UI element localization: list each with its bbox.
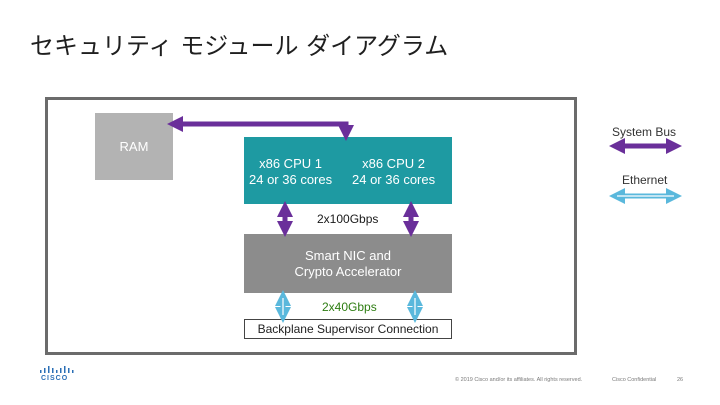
nic-backplane-bandwidth: 2x40Gbps (322, 300, 377, 314)
footer-confidential: Cisco Confidential (612, 377, 657, 383)
cpu-nic-bandwidth: 2x100Gbps (317, 212, 379, 226)
legend-ethernet-label: Ethernet (622, 173, 668, 187)
smart-nic-label: Smart NIC and Crypto Accelerator (244, 248, 452, 280)
cpu2-label: x86 CPU 2 24 or 36 cores (352, 156, 435, 188)
footer-copyright: © 2019 Cisco and/or its affiliates. All … (455, 377, 583, 383)
cisco-logo-text: CISCO (41, 375, 69, 382)
ram-cpu-bus (166, 115, 355, 142)
module-frame (45, 97, 577, 355)
cpu1-name: x86 CPU 1 (259, 156, 322, 171)
page-number: 26 (677, 377, 684, 383)
cpu1-cores: 24 or 36 cores (249, 172, 333, 187)
cpu-block (244, 137, 452, 204)
smart-nic-line2: Crypto Accelerator (294, 264, 402, 279)
legend-system-bus-label: System Bus (612, 125, 677, 139)
ram-label: RAM (119, 139, 149, 154)
cpu2-cores: 24 or 36 cores (352, 172, 436, 187)
smart-nic-block (244, 234, 452, 293)
ram-block (95, 113, 173, 180)
backplane-connection: Backplane Supervisor Connection (244, 319, 452, 339)
cisco-logo-icon (40, 366, 74, 373)
smart-nic-line1: Smart NIC and (305, 248, 391, 263)
cpu1-label: x86 CPU 1 24 or 36 cores (249, 156, 332, 188)
page-title: セキュリティ モジュール ダイアグラム (30, 32, 449, 60)
cpu2-name: x86 CPU 2 (362, 156, 425, 171)
